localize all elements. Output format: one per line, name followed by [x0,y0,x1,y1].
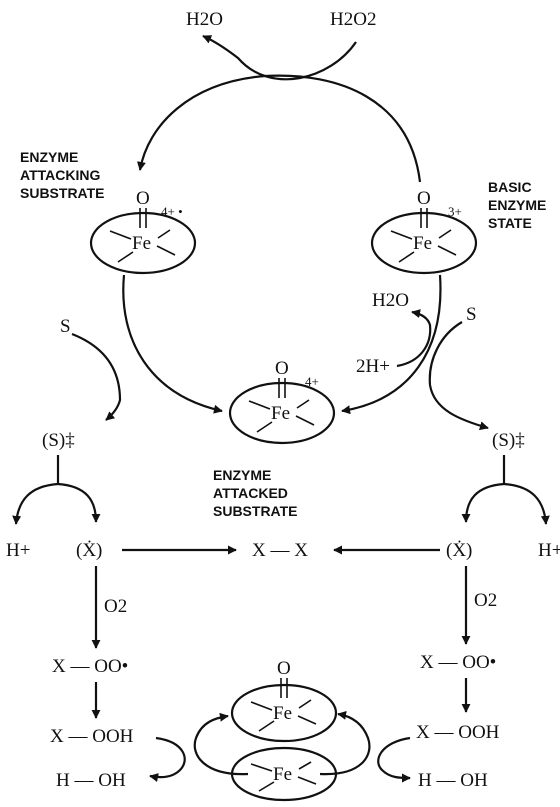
h-oh-right: H — OH [418,770,488,791]
water-release-arrow [396,309,432,368]
x-oo-right: X — OO• [420,652,496,673]
right-regeneration-arrow [319,710,371,776]
two-h-plus-label: 2H+ [356,356,390,377]
h2o-mid-label: H2O [372,290,409,311]
top-arc [202,34,357,81]
caption-attacked-line1: ENZYME [213,467,271,483]
left-regeneration-arrow [193,712,249,776]
radical-cation-left: (S)‡ [42,430,75,451]
o2-left: O2 [104,596,127,617]
oxidation-cycle-arrow [136,74,422,183]
fe-label-left: Fe [132,233,151,254]
x-radical-right: (Ẋ) [446,540,472,561]
substrate-right-label: S [466,304,477,325]
enzyme-bottom-oxo: Fe O [230,658,338,743]
charge-label-center: 4+ [305,374,319,389]
right-h-plus-arrow [503,482,550,525]
caption-basic-line1: BASIC [488,179,532,195]
enzyme-compound-i: Fe O 4+ • [89,188,197,275]
left-x-radical-arrow [57,482,101,523]
o2-right: O2 [474,590,497,611]
h2o2-to-h2o-arrow [202,34,357,81]
caption-basic-line3: STATE [488,215,532,231]
substrate-left-label: S [60,316,71,337]
x-ooh-right: X — OOH [416,722,500,743]
oxo-label-bottom: O [277,658,291,679]
charge-label-right: 3+ [448,204,462,219]
x-radical-left: (Ẋ) [76,540,102,561]
h-oh-left: H — OH [56,770,126,791]
x-ooh-left: X — OOH [50,726,134,747]
radical-cation-right: (S)‡ [492,430,525,451]
enzyme-resting-state: Fe O 3+ [370,188,478,275]
substrate-left-arrow [71,332,122,421]
x-x-dimer: X — X [252,540,308,561]
fe-label-center: Fe [271,403,290,424]
oxo-label-right: O [417,188,431,209]
caption-attacked-line2: ATTACKED [213,485,288,501]
oxo-label-center: O [275,358,289,379]
oxo-label-left: O [136,188,150,209]
charge-label-left: 4+ • [161,204,183,219]
h2o-top-label: H2O [186,9,223,30]
left-reduction-arrow [149,736,186,782]
caption-attacked-line3: SUBSTRATE [213,503,298,519]
h2o2-top-label: H2O2 [330,9,376,30]
fe-label-bottom-top: Fe [273,703,292,724]
fe-label-right: Fe [413,233,432,254]
x-oo-left: X — OO• [52,656,128,677]
right-reduction-arrow [377,736,411,783]
caption-attacking-line3: SUBSTRATE [20,185,105,201]
h-plus-right: H+ [538,540,560,561]
caption-basic-line2: ENZYME [488,197,546,213]
compound-i-to-ii-arrow [122,274,223,414]
left-h-plus-arrow [12,482,59,525]
right-x-radical-arrow [461,482,505,523]
h-plus-left: H+ [6,540,30,561]
enzyme-compound-ii: Fe O 4+ [228,358,336,445]
fe-label-bottom-lower: Fe [273,764,292,785]
caption-attacking-line1: ENZYME [20,149,78,165]
substrate-right-arrow [428,321,489,431]
compound-ii-to-resting-arrow [341,274,442,415]
caption-attacking-line2: ATTACKING [20,167,100,183]
